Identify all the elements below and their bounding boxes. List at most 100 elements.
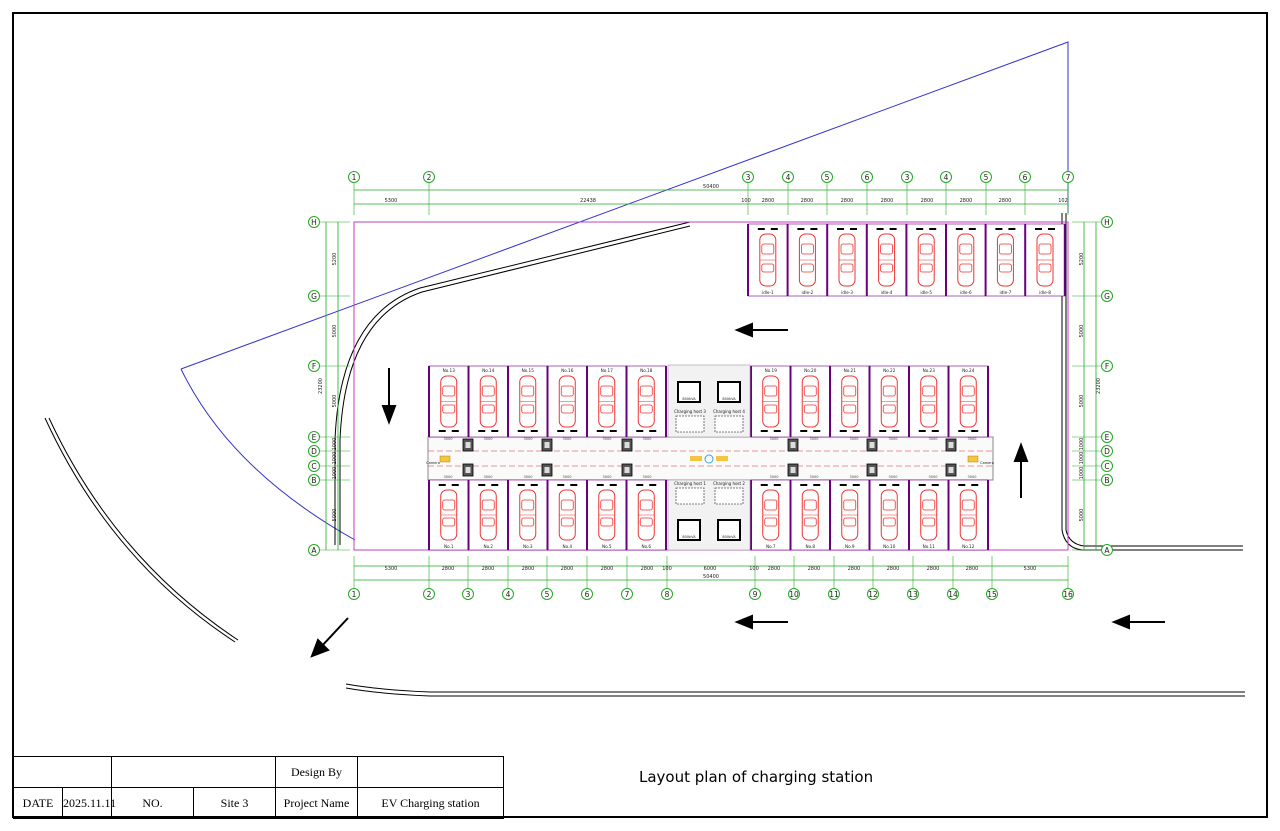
svg-text:C: C [311, 462, 316, 471]
svg-text:3: 3 [905, 173, 910, 182]
svg-text:D: D [311, 447, 317, 456]
row-bubble: E [308, 431, 320, 443]
charging-host-4: Charging host 4 [713, 409, 745, 433]
car-icon [558, 375, 576, 428]
car-icon [440, 489, 458, 541]
row-bubble: F [1101, 360, 1113, 372]
svg-text:800kVA: 800kVA [682, 535, 696, 539]
dimension-value: 22438 [580, 198, 596, 204]
dimension-value: 1000 [1079, 438, 1085, 451]
arrow-down-icon [381, 368, 397, 425]
parking-spot: No.7 [750, 479, 791, 551]
dimension-value: 2800 [960, 198, 973, 204]
parking-spot-label: No.15 [522, 368, 535, 373]
dimension-value: 2800 [966, 566, 979, 572]
parking-spot-label: No.24 [962, 368, 975, 373]
charging-host-3: Charging host 3 [674, 409, 706, 433]
pile-label: 3000 [444, 475, 453, 479]
dimension-value: 2800 [482, 566, 495, 572]
dimension-value: 5300 [385, 198, 398, 204]
svg-text:6: 6 [585, 590, 590, 599]
svg-text:800kVA: 800kVA [722, 397, 736, 401]
parking-spot: No.4 [546, 479, 588, 551]
dimension-value: 1000 [1079, 452, 1085, 465]
parking-spot-label: idle-1 [762, 290, 774, 295]
right-total-dim: 23200 [1096, 378, 1102, 394]
row-bubble: A [308, 544, 320, 556]
pile-label: 3000 [929, 475, 938, 479]
dimension-value: 100 [741, 198, 751, 204]
car-icon [637, 375, 655, 428]
svg-text:9: 9 [753, 590, 758, 599]
svg-text:1: 1 [352, 173, 357, 182]
car-icon [841, 375, 859, 428]
charging-lane [427, 436, 994, 481]
parking-spot: idle-6 [945, 223, 986, 297]
row-bubble: H [1101, 216, 1113, 228]
car-icon [959, 375, 977, 428]
parking-spot-label: idle-8 [1039, 290, 1051, 295]
svg-text:7: 7 [625, 590, 630, 599]
dimension-value: 2800 [762, 198, 775, 204]
pile-label: 3000 [603, 475, 612, 479]
parking-spot: No.21 [829, 365, 870, 438]
parking-spot-label: No.22 [883, 368, 896, 373]
grid-bubble: 4 [940, 171, 952, 183]
road-line-bottom-inner [345, 687, 1245, 697]
parking-spot-label: idle-4 [881, 290, 893, 295]
svg-text:3: 3 [746, 173, 751, 182]
car-icon [519, 489, 537, 541]
svg-text:F: F [1105, 362, 1109, 371]
grid-bubble: 1 [348, 588, 360, 600]
dimension-value: 2800 [881, 198, 894, 204]
drawing-caption: Layout plan of charging station [639, 768, 874, 786]
parking-spot-label: No.5 [602, 544, 612, 549]
row-bubble: C [1101, 460, 1113, 472]
parking-spot: idle-4 [865, 223, 907, 297]
svg-text:16: 16 [1063, 590, 1073, 599]
parking-spot: No.24 [947, 365, 989, 438]
svg-text:2: 2 [427, 590, 432, 599]
road-line-right-inner [1065, 213, 1243, 547]
svg-text:H: H [1104, 218, 1110, 227]
row-bubble: F [308, 360, 320, 372]
dimension-value: 2800 [442, 566, 455, 572]
date-value: 2025.11.11 [62, 787, 116, 819]
title-block-empty [13, 756, 112, 788]
pile-label: 3000 [524, 437, 533, 441]
parking-spot-label: idle-7 [1000, 290, 1012, 295]
dimension-value: 5000 [332, 325, 338, 338]
row-bubble: D [1101, 445, 1113, 457]
dimension-value: 5000 [1079, 325, 1085, 338]
grid-bubble: 3 [901, 171, 913, 183]
parking-spot: No.18 [625, 365, 667, 438]
parking-spot-label: No.17 [601, 368, 614, 373]
pile-label: 3000 [850, 437, 859, 441]
svg-text:3: 3 [466, 590, 471, 599]
svg-text:Charging host 3: Charging host 3 [674, 409, 706, 414]
dimension-values: 50400 50400 23200 23200 [318, 184, 1102, 580]
title-block-empty [111, 756, 276, 788]
grid-bubble: 6 [581, 588, 593, 600]
road-line-right [1061, 213, 1243, 551]
dimension-value: 6000 [704, 566, 717, 572]
car-icon [917, 233, 935, 287]
parking-spot: No.16 [546, 365, 588, 438]
grid-ticks [320, 183, 1101, 588]
dimension-value: 5200 [332, 253, 338, 266]
parking-spot: No.13 [428, 365, 469, 438]
charging-pile-icon [621, 463, 633, 477]
parking-spot: No.1 [428, 479, 469, 551]
dimension-value: 2800 [808, 566, 821, 572]
grid-bubble: 12 [867, 588, 879, 600]
parking-spot-label: No.3 [523, 544, 533, 549]
svg-text:1: 1 [352, 590, 357, 599]
pile-label: 3000 [484, 437, 493, 441]
row-bubble: A [1101, 544, 1113, 556]
grid-bubble: 6 [861, 171, 873, 183]
pile-label: 3000 [810, 475, 819, 479]
